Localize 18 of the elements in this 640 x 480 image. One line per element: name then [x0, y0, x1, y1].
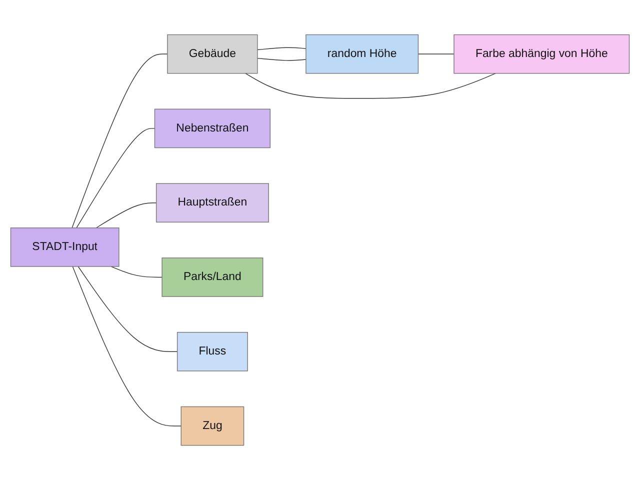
node-box: Nebenstraßen	[154, 108, 271, 148]
connector	[72, 266, 182, 426]
connector	[110, 266, 162, 278]
connector	[245, 72, 496, 99]
connector	[257, 47, 306, 50]
node-box: random Höhe	[306, 34, 419, 74]
connector	[96, 202, 157, 228]
node-box: Zug	[180, 406, 244, 446]
node-box: Fluss	[176, 332, 248, 372]
node-box: Hauptstraßen	[156, 183, 269, 222]
connector	[76, 128, 156, 228]
connector	[72, 54, 168, 228]
connector	[78, 266, 178, 352]
connector	[257, 58, 306, 61]
node-box: Parks/Land	[162, 258, 264, 297]
node-box: Farbe abhängig von Höhe	[454, 34, 630, 74]
node-box: STADT-Input	[10, 227, 120, 267]
node-box: Gebäude	[167, 34, 258, 74]
